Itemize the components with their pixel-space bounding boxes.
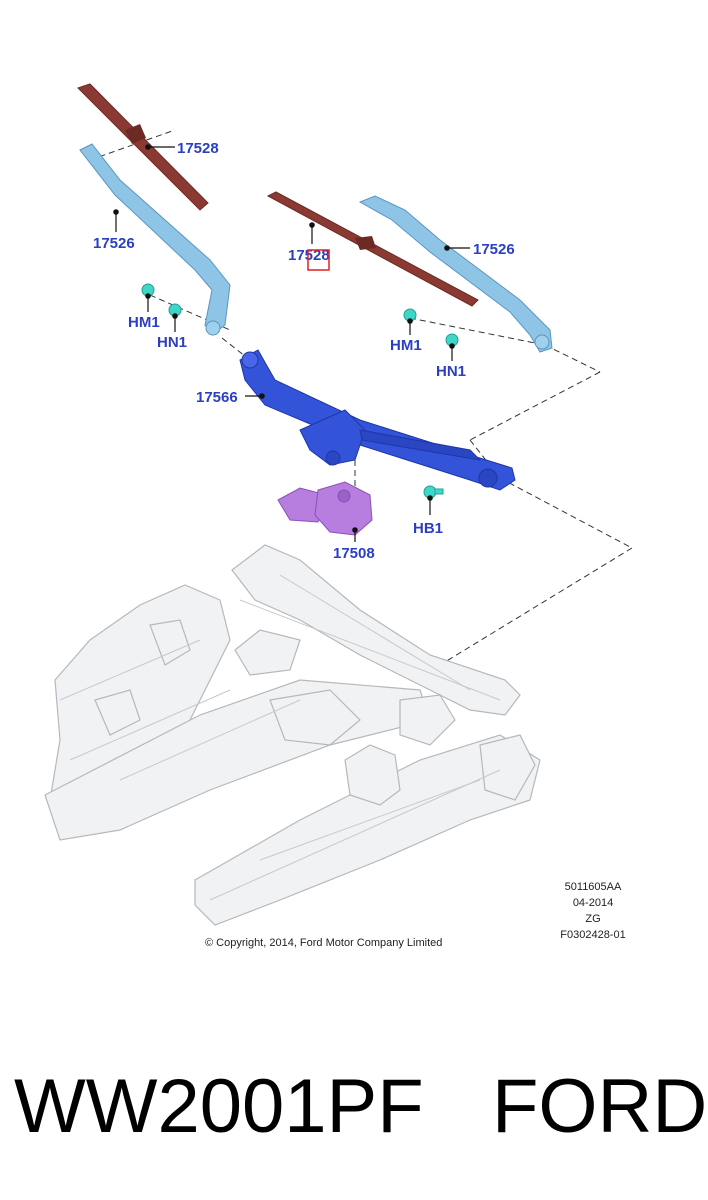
wiper-blade-right-connector bbox=[355, 236, 376, 250]
meta-figure: F0302428-01 bbox=[560, 929, 625, 941]
wiper-blade-left-connector bbox=[125, 124, 146, 144]
assembly-guide-lines bbox=[89, 129, 633, 666]
meta-code: 5011605AA bbox=[565, 881, 622, 893]
callout-hm1-left: HM1 bbox=[128, 314, 160, 331]
callout-hn1-left: HN1 bbox=[157, 334, 187, 351]
callout-highlight-box bbox=[307, 249, 330, 271]
wiper-system-diagram: 17528 17526 17528 17526 HM1 HN1 HM1 HN1 … bbox=[44, 83, 633, 949]
wiper-blade-left bbox=[77, 83, 209, 211]
callout-hm1-right: HM1 bbox=[390, 337, 422, 354]
meta-date: 04-2014 bbox=[573, 897, 613, 909]
callout-linkage: 17566 bbox=[196, 389, 238, 406]
meta-zg: ZG bbox=[585, 913, 600, 925]
callout-blade-left: 17528 bbox=[177, 140, 219, 157]
wiper-linkage bbox=[239, 349, 516, 491]
fastener-hb1 bbox=[423, 485, 444, 499]
part-number-label: WW2001PF bbox=[14, 1064, 424, 1149]
wiper-arm-left-pivot bbox=[205, 320, 221, 336]
body-structure bbox=[44, 544, 541, 926]
callout-blade-right: 17528 bbox=[288, 247, 330, 264]
callout-motor: 17508 bbox=[333, 545, 375, 562]
callout-hb1: HB1 bbox=[413, 520, 443, 537]
wiper-arm-right-pivot bbox=[534, 334, 550, 350]
brand-label: FORD bbox=[492, 1064, 708, 1149]
body-structure-details bbox=[59, 574, 501, 901]
callout-hn1-right: HN1 bbox=[436, 363, 466, 380]
figure-metadata: 5011605AA 04-2014 ZG F0302428-01 bbox=[560, 881, 625, 941]
callout-arm-left: 17526 bbox=[93, 235, 135, 252]
wiper-arm-right bbox=[358, 195, 553, 353]
copyright-notice: © Copyright, 2014, Ford Motor Company Li… bbox=[205, 937, 442, 949]
callout-arm-right: 17526 bbox=[473, 241, 515, 258]
wiper-motor bbox=[277, 481, 373, 536]
callout-leaders bbox=[113, 144, 470, 542]
wiper-blade-right bbox=[266, 191, 479, 307]
